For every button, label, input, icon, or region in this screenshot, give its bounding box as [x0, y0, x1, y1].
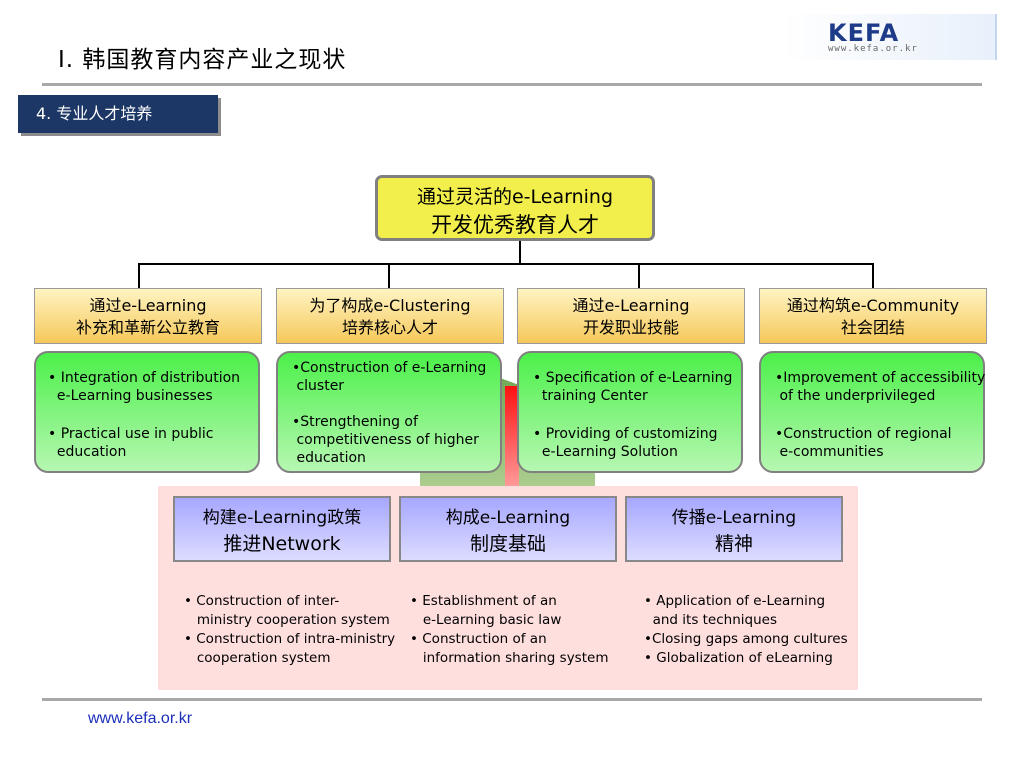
foundation-line2: 精神 [714, 533, 753, 555]
logo-banner [782, 14, 997, 60]
category-line1: 通过构筑e-Community [786, 296, 960, 315]
goal-box: 通过灵活的e-Learning 开发优秀教育人才 [375, 175, 655, 241]
connector [138, 263, 140, 288]
detail-bullet: • Specification of e-Learning training C… [533, 370, 733, 404]
category-detail-box: •Construction of e-Learning cluster •Str… [276, 351, 502, 473]
title-divider [42, 83, 982, 86]
category-header: 通过构筑e-Community 社会团结 [759, 288, 987, 344]
page-title: Ⅰ. 韩国教育内容产业之现状 [58, 47, 347, 73]
category-header: 通过e-Learning 补充和革新公立教育 [34, 288, 262, 344]
category-header: 为了构成e-Clustering 培养核心人才 [276, 288, 504, 344]
connector [138, 263, 874, 265]
section-tag: 4. 专业人才培养 [18, 95, 218, 133]
red-arrow-stem [505, 386, 519, 486]
connector [388, 263, 390, 288]
detail-bullet: •Construction of regional e-communities [775, 426, 952, 460]
detail-bullet: • Providing of customizing e-Learning So… [533, 426, 718, 460]
detail-bullet: • Integration of distribution e-Learning… [48, 370, 241, 404]
detail-bullet: • Practical use in public education [48, 426, 214, 460]
foundation-line1: 构成e-Learning [445, 508, 571, 528]
foundation-line1: 传播e-Learning [671, 508, 797, 528]
connector [519, 241, 521, 263]
foundation-box: 构建e-Learning政策 推进Network [173, 496, 391, 562]
category-detail-box: • Specification of e-Learning training C… [517, 351, 743, 473]
category-line1: 通过e-Learning [89, 296, 207, 315]
category-header: 通过e-Learning 开发职业技能 [517, 288, 745, 344]
category-line1: 为了构成e-Clustering [309, 296, 471, 315]
logo-url: www.kefa.or.kr [828, 44, 918, 54]
foundation-line2: 制度基础 [469, 533, 546, 555]
category-line2: 社会团结 [840, 318, 905, 337]
foundation-bullets: • Application of e-Learning and its tech… [644, 593, 848, 666]
detail-bullet: •Improvement of accessibility of the und… [775, 370, 986, 404]
connector [872, 263, 874, 288]
foundation-bullets: • Construction of inter- ministry cooper… [184, 593, 396, 666]
foundation-bullets: • Establishment of an e-Learning basic l… [410, 593, 609, 666]
kefa-logo: KEFA [828, 19, 900, 47]
category-line1: 通过e-Learning [572, 296, 690, 315]
category-line2: 开发职业技能 [582, 318, 679, 337]
goal-line1: 通过灵活的e-Learning [416, 186, 614, 208]
foundation-line1: 构建e-Learning政策 [202, 508, 362, 528]
connector [638, 263, 640, 288]
footer-link[interactable]: www.kefa.or.kr [88, 710, 193, 727]
detail-bullet: •Strengthening of competitiveness of hig… [292, 414, 479, 466]
foundation-box: 构成e-Learning 制度基础 [399, 496, 617, 562]
foundation-box: 传播e-Learning 精神 [625, 496, 843, 562]
category-detail-box: •Improvement of accessibility of the und… [759, 351, 985, 473]
category-detail-box: • Integration of distribution e-Learning… [34, 351, 260, 473]
foundation-line2: 推进Network [223, 533, 341, 555]
detail-bullet: •Construction of e-Learning cluster [292, 360, 487, 394]
category-line2: 培养核心人才 [341, 318, 438, 337]
footer-divider [42, 698, 982, 701]
goal-line2: 开发优秀教育人才 [431, 213, 599, 237]
category-line2: 补充和革新公立教育 [75, 318, 220, 337]
